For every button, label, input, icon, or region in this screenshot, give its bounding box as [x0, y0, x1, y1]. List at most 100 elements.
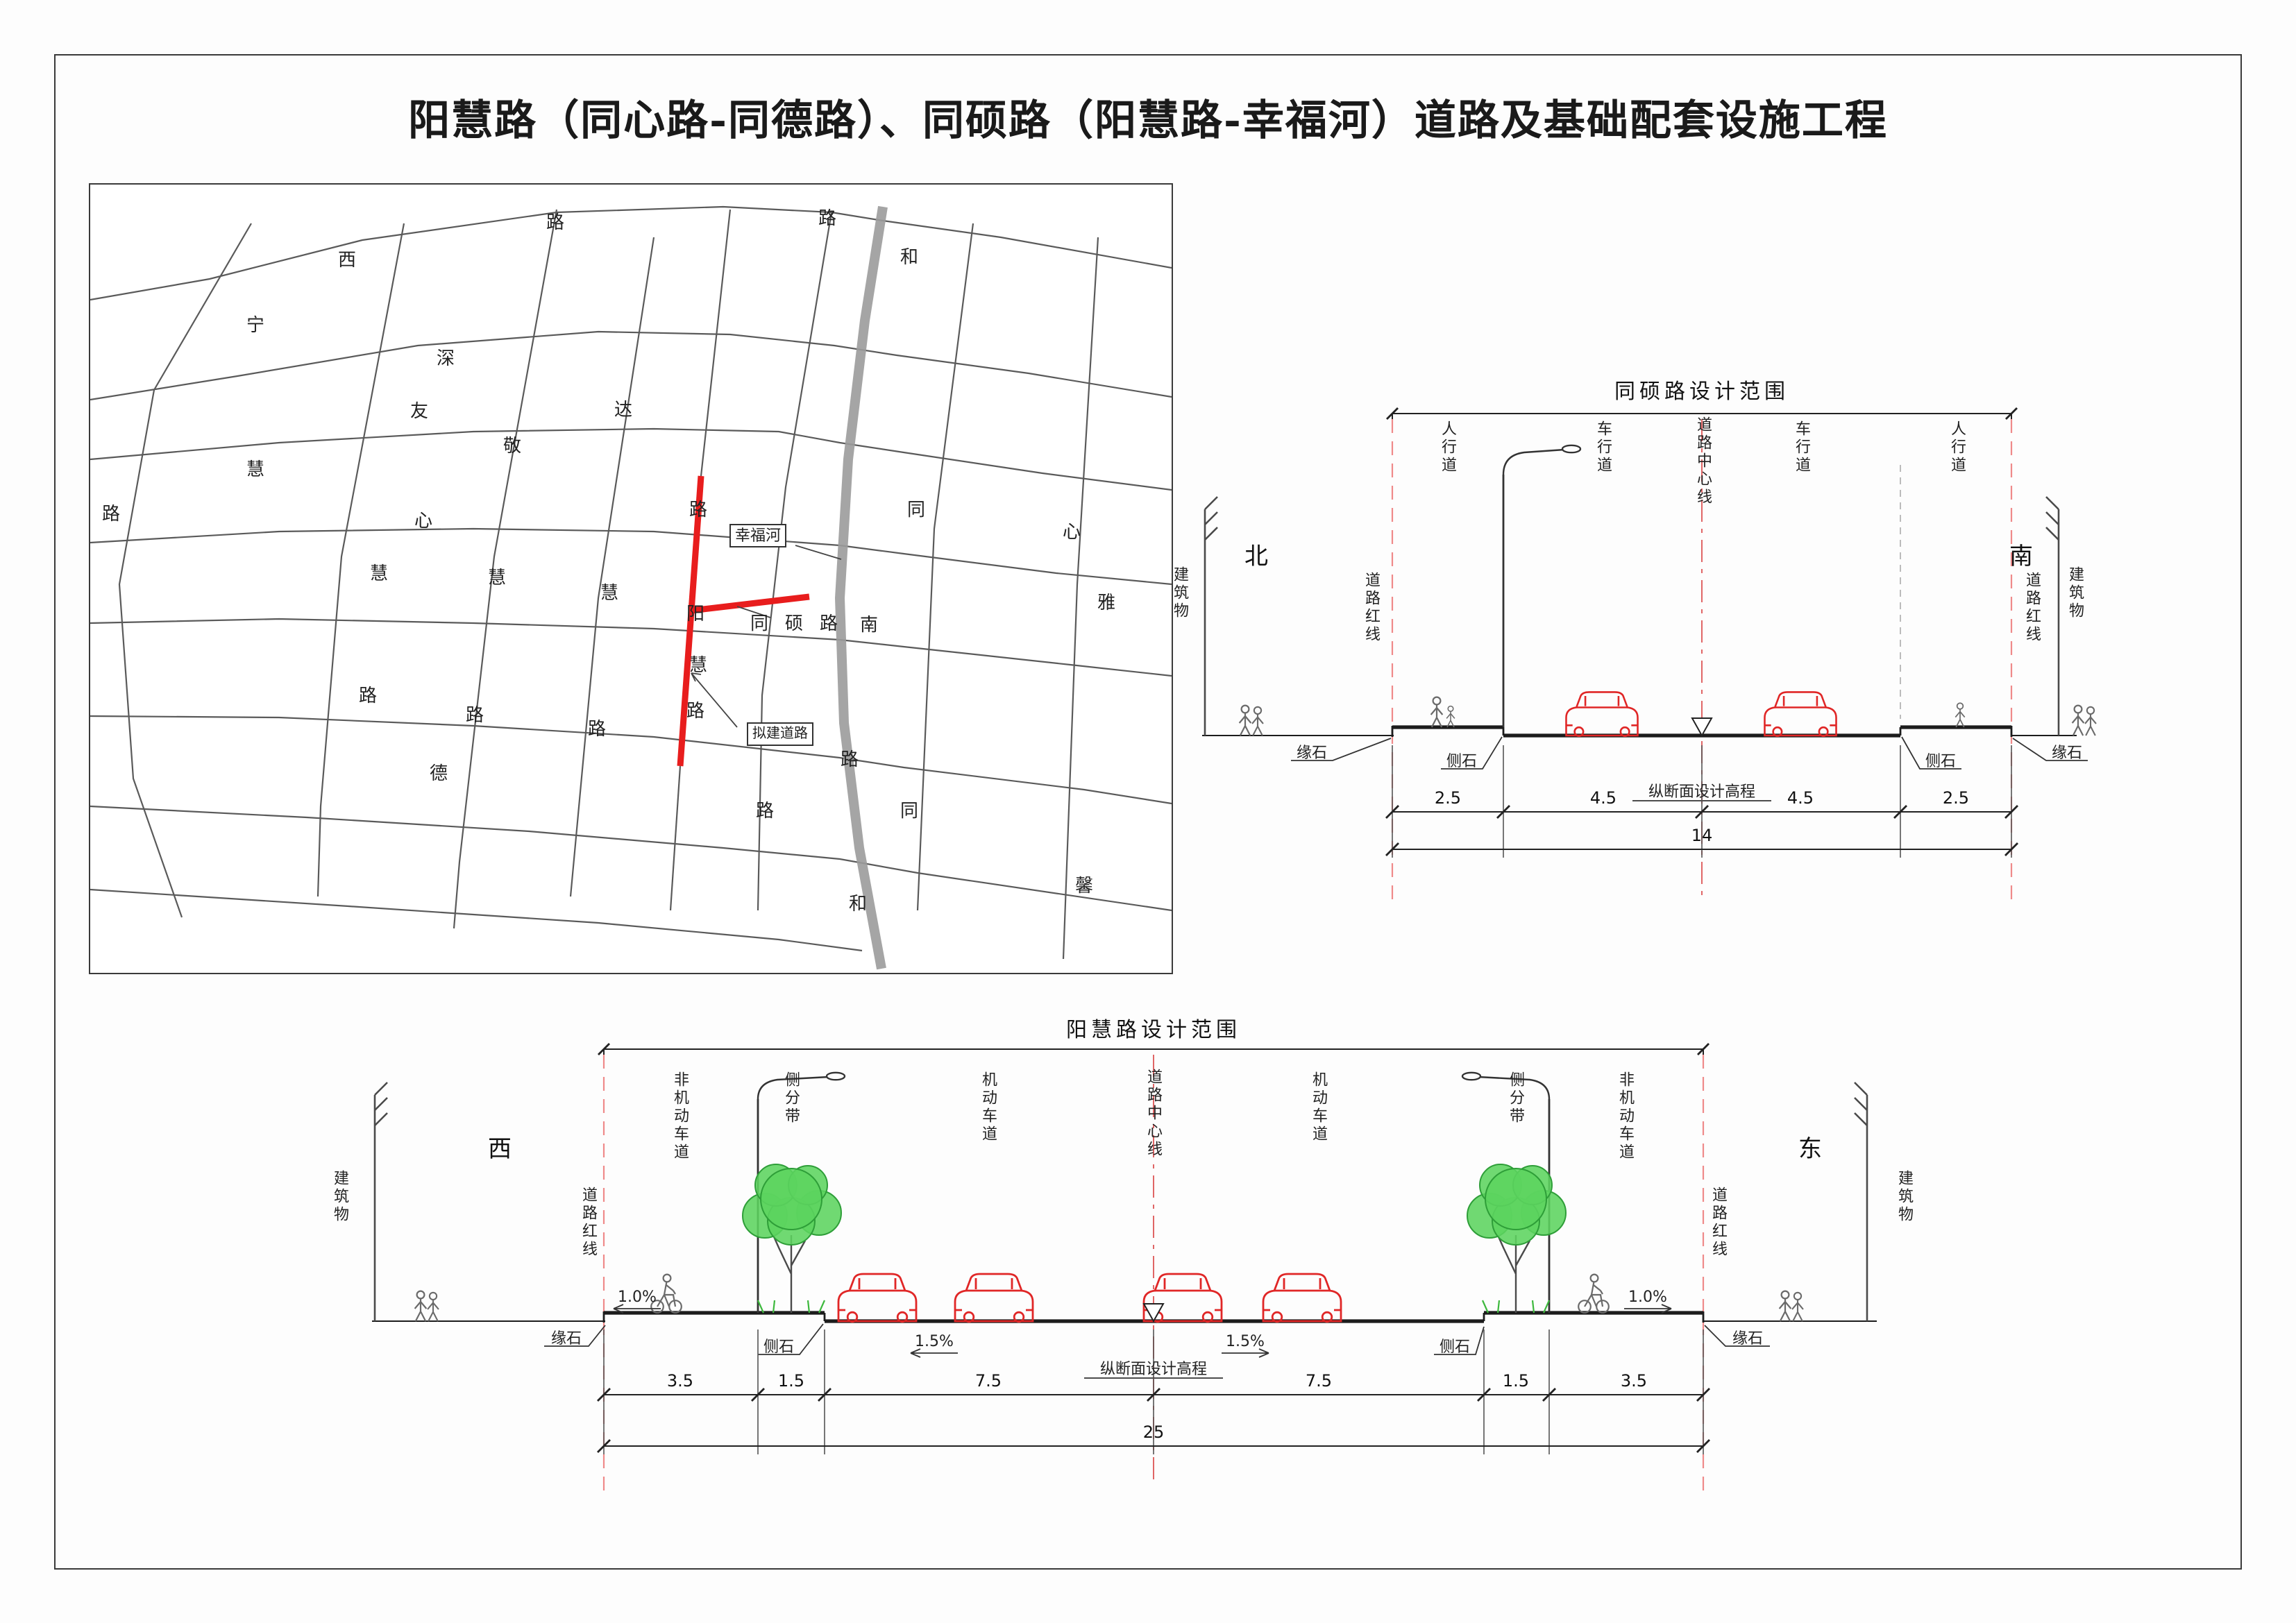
map-road-char: 路	[686, 702, 705, 722]
sidewalk-label: 人行道	[1949, 420, 1967, 475]
tree-icon	[1466, 1163, 1567, 1314]
dimension-value: 1.5	[777, 1371, 805, 1391]
car-icon	[954, 1273, 1034, 1323]
cyclist-icon	[1578, 1273, 1610, 1314]
slope-value: 1.5%	[1226, 1332, 1265, 1350]
location-map-panel	[89, 183, 1173, 974]
map-road-char: 西	[337, 250, 357, 271]
map-road-char: 慧	[246, 460, 265, 481]
dimension-total: 14	[1691, 826, 1713, 845]
building-icon	[1204, 495, 1219, 737]
map-road-char: 心	[414, 511, 433, 532]
centerline-label: 道路中心线	[1695, 416, 1713, 507]
yanghui-road-highlight	[677, 475, 704, 767]
compass-north-label: 北	[1244, 543, 1268, 571]
pedestrian-child-icon	[1446, 705, 1455, 728]
map-road-char: 路	[101, 504, 121, 525]
map-road-char: 馨	[1074, 876, 1094, 897]
side-stone-label: 侧石	[1925, 752, 1956, 770]
building-label: 建筑物	[2067, 566, 2085, 620]
dimension-value: 4.5	[1589, 788, 1617, 808]
map-road-char: 南	[859, 615, 879, 636]
car-icon	[837, 1273, 918, 1323]
map-road-char: 路	[689, 500, 708, 521]
map-road-char: 达	[614, 400, 633, 421]
slope-value: 1.5%	[915, 1332, 954, 1350]
carriageway-label: 车行道	[1793, 420, 1812, 475]
pedestrian-icon	[2071, 704, 2085, 737]
building-label: 建筑物	[332, 1170, 350, 1224]
divider-label: 侧分带	[1508, 1071, 1526, 1125]
map-road-char: 路	[546, 213, 565, 234]
dimension-total: 25	[1142, 1422, 1165, 1442]
building-label: 建筑物	[1896, 1170, 1914, 1224]
pedestrian-icon	[1791, 1291, 1805, 1323]
slope-value: 1.0%	[1628, 1288, 1667, 1306]
map-road-char: 和	[848, 894, 868, 915]
dimension-value: 7.5	[1305, 1371, 1333, 1391]
side-stone-label: 侧石	[763, 1338, 794, 1356]
red-line-label: 道路红线	[1363, 572, 1381, 644]
elevation-label: 纵断面设计高程	[1100, 1360, 1207, 1378]
tongshuo-section-title: 同硕路设计范围	[1614, 379, 1790, 404]
curb-label: 缘石	[2052, 744, 2082, 762]
map-road-char: 雅	[1097, 593, 1116, 614]
map-street-network	[90, 205, 1172, 960]
red-line-label: 道路红线	[2024, 572, 2042, 644]
street-lamp-icon	[1502, 444, 1582, 727]
map-road-char: 路	[818, 209, 837, 230]
map-road-char: 路	[755, 801, 775, 822]
yanghui-section	[372, 1043, 1877, 1496]
ground-profile	[372, 1311, 1877, 1323]
building-icon	[2045, 495, 2060, 737]
map-road-char: 友	[410, 402, 429, 423]
red-line-label: 道路红线	[580, 1187, 598, 1259]
pedestrian-child-icon	[1955, 702, 1966, 728]
car-icon	[1565, 691, 1639, 738]
pedestrian-icon	[1238, 704, 1252, 737]
dimension-value: 2.5	[1942, 788, 1970, 808]
map-road-char: 心	[1062, 522, 1081, 543]
pedestrian-icon	[1430, 696, 1444, 729]
dimension-value: 1.5	[1502, 1371, 1530, 1391]
dimension-value: 2.5	[1434, 788, 1462, 808]
motor-lane-label: 机动车道	[980, 1071, 998, 1144]
map-road-char: 敬	[503, 436, 522, 457]
map-label-tongshuo-road: 同硕路	[750, 614, 855, 635]
map-linework	[90, 205, 1172, 970]
map-label-xingfu-river: 幸福河	[729, 524, 786, 547]
pedestrian-icon	[1251, 706, 1265, 737]
building-label: 建筑物	[1172, 566, 1190, 620]
map-road-char: 慧	[600, 584, 619, 604]
elevation-marker-icon	[1142, 1303, 1165, 1323]
pedestrian-icon	[414, 1290, 428, 1323]
sheet-border	[54, 54, 2242, 1569]
xingfu-river-line	[834, 205, 888, 970]
map-road-char: 路	[587, 720, 607, 740]
map-road-char: 阳	[686, 604, 705, 625]
centerline-label: 道路中心线	[1145, 1069, 1163, 1159]
map-label-proposed-road: 拟建道路	[747, 722, 813, 746]
map-road-char: 路	[358, 686, 378, 707]
nonmotor-lane-label: 非机动车道	[1617, 1071, 1635, 1162]
pedestrian-icon	[1778, 1290, 1792, 1323]
map-road-char: 路	[465, 706, 484, 726]
map-road-char: 同	[906, 500, 926, 521]
curb-label: 缘石	[551, 1329, 582, 1348]
building-icon	[1853, 1081, 1868, 1323]
car-icon	[1764, 691, 1837, 738]
proposed-road-lines	[677, 475, 810, 767]
elevation-label: 纵断面设计高程	[1648, 783, 1755, 801]
divider-label: 侧分带	[783, 1071, 801, 1125]
dimension-value: 3.5	[666, 1371, 694, 1391]
dimension-value: 3.5	[1620, 1371, 1648, 1391]
car-icon	[1262, 1273, 1342, 1323]
compass-west-label: 西	[488, 1136, 512, 1164]
map-road-char: 德	[429, 764, 448, 785]
pedestrian-icon	[2084, 706, 2097, 737]
side-stone-label: 侧石	[1440, 1338, 1470, 1356]
slope-value: 1.0%	[618, 1288, 657, 1306]
sidewalk-label: 人行道	[1440, 420, 1458, 475]
